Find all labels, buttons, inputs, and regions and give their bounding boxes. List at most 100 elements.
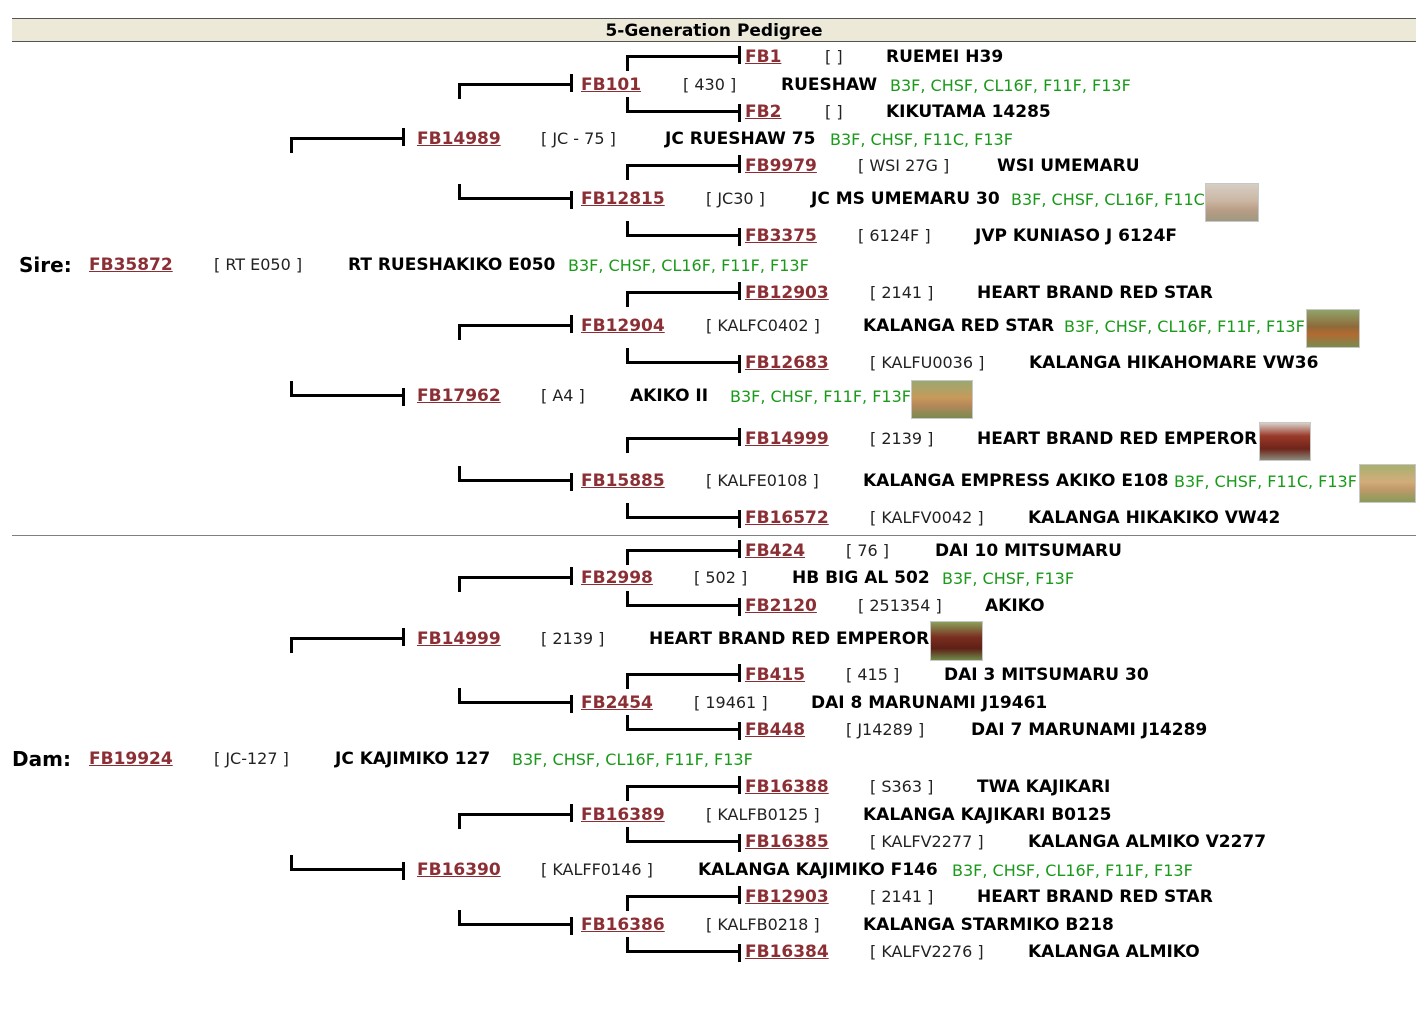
connector-cap [402,628,405,646]
animal-id-link[interactable]: FB424 [745,541,806,561]
animal-id-link[interactable]: FB17962 [417,386,501,406]
animal-photo-thumbnail[interactable] [1306,309,1360,348]
animal-id-link[interactable]: FB16390 [417,860,501,880]
connector-stub [290,381,293,397]
connector-cap [738,355,741,373]
genetic-traits: B3F, CHSF, F11C, F13F [830,130,1013,149]
animal-photo-thumbnail[interactable] [1259,422,1311,461]
animal-name: JC RUESHAW 75 [665,129,816,149]
animal-id-link[interactable]: FB16385 [745,832,829,852]
connector-cap [570,473,573,491]
animal-id-link[interactable]: FB12904 [581,316,665,336]
animal-name: KALANGA KAJIMIKO F146 [698,860,938,880]
connector-stub [626,715,629,731]
animal-id-link[interactable]: FB16384 [745,942,829,962]
animal-id-link[interactable]: FB9979 [745,156,817,176]
animal-name: AKIKO [985,596,1045,616]
connector-cap [738,46,741,64]
animal-name: KALANGA KAJIKARI B0125 [863,805,1112,825]
pedigree-connector [290,381,405,406]
connector-cap [738,228,741,246]
animal-id-link[interactable]: FB12903 [745,887,829,907]
animal-id-link[interactable]: FB415 [745,665,806,685]
connector-cap [738,155,741,173]
animal-id-link[interactable]: FB16388 [745,777,829,797]
animal-name: AKIKO II [630,386,709,406]
registration-number: [ ] [825,102,843,121]
connector-cap [738,540,741,558]
animal-id-link[interactable]: FB16572 [745,508,829,528]
pedigree-connector [626,664,741,689]
animal-id-link[interactable]: FB448 [745,720,806,740]
animal-id-link[interactable]: FB15885 [581,471,665,491]
connector-stub [626,221,629,237]
connector-cap [738,722,741,740]
animal-photo-thumbnail[interactable] [1359,464,1416,503]
connector-stub [458,813,461,829]
animal-id-link[interactable]: FB2120 [745,596,817,616]
animal-id-link[interactable]: FB3375 [745,226,817,246]
connector-cap [738,886,741,904]
pedigree-connector [626,937,741,962]
pedigree-connector [626,46,741,71]
animal-name: DAI 7 MARUNAMI J14289 [971,720,1208,740]
animal-name: RT RUESHAKIKO E050 [348,255,556,275]
connector-stub [290,637,293,653]
animal-name: KALANGA HIKAKIKO VW42 [1028,508,1281,528]
animal-id-link[interactable]: FB2 [745,102,782,122]
connector-stub [626,437,629,453]
animal-id-link[interactable]: FB12903 [745,283,829,303]
connector-stub [626,785,629,801]
animal-id-link[interactable]: FB101 [581,75,642,95]
pedigree-connector [626,221,741,246]
registration-number: [ KALFB0218 ] [706,915,820,934]
animal-name: DAI 3 MITSUMARU 30 [944,665,1149,685]
animal-id-link[interactable]: FB12683 [745,353,829,373]
animal-id-link[interactable]: FB35872 [89,255,173,275]
animal-id-link[interactable]: FB1 [745,47,782,67]
pedigree-connector [290,128,405,153]
registration-number: [ JC-127 ] [214,749,289,768]
registration-number: [ 502 ] [694,568,748,587]
animal-id-link[interactable]: FB12815 [581,189,665,209]
animal-photo-thumbnail[interactable] [930,621,983,661]
animal-id-link[interactable]: FB14989 [417,129,501,149]
pedigree-connector [626,776,741,801]
connector-stub [626,291,629,307]
connector-stub [626,164,629,180]
registration-number: [ 2139 ] [541,629,605,648]
animal-name: TWA KAJIKARI [977,777,1111,797]
pedigree-connector [626,886,741,911]
animal-id-link[interactable]: FB2454 [581,693,653,713]
animal-photo-thumbnail[interactable] [911,380,973,419]
animal-name: HEART BRAND RED EMPEROR [649,629,930,649]
animal-id-link[interactable]: FB14999 [417,629,501,649]
animal-name: DAI 10 MITSUMARU [935,541,1122,561]
animal-name: RUEMEI H39 [886,47,1004,67]
animal-id-link[interactable]: FB16389 [581,805,665,825]
connector-stub [458,184,461,200]
animal-name: KALANGA HIKAHOMARE VW36 [1029,353,1319,373]
animal-photo-thumbnail[interactable] [1205,183,1259,222]
registration-number: [ RT E050 ] [214,255,303,274]
registration-number: [ KALFV2277 ] [870,832,984,851]
animal-name: HEART BRAND RED STAR [977,887,1213,907]
animal-id-link[interactable]: FB19924 [89,749,173,769]
animal-id-link[interactable]: FB2998 [581,568,653,588]
pedigree-connector [458,688,573,713]
animal-name: JVP KUNIASO J 6124F [975,226,1178,246]
registration-number: [ J14289 ] [846,720,925,739]
connector-stub [626,97,629,113]
animal-name: RUESHAW [781,75,878,95]
pedigree-connector [290,628,405,653]
animal-id-link[interactable]: FB14999 [745,429,829,449]
connector-cap [738,776,741,794]
animal-name: DAI 8 MARUNAMI J19461 [811,693,1048,713]
pedigree-connector [626,282,741,307]
connector-cap [570,917,573,935]
registration-number: [ 19461 ] [694,693,768,712]
animal-id-link[interactable]: FB16386 [581,915,665,935]
connector-stub [290,137,293,153]
animal-name: JC MS UMEMARU 30 [811,189,1000,209]
pedigree-connector [458,315,573,340]
